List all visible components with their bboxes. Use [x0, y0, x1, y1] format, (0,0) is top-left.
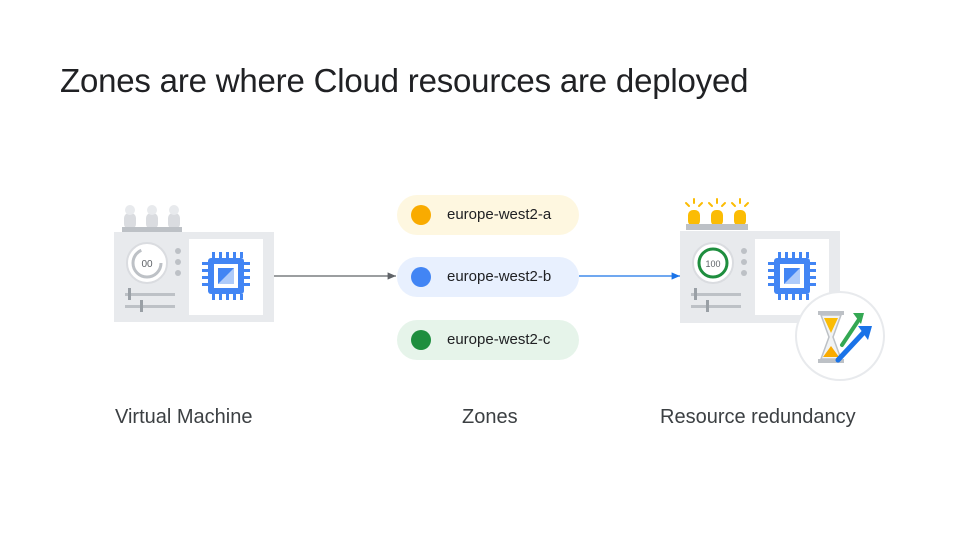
zone-dot-green-icon: [411, 330, 431, 350]
cpu-chip-icon: [202, 252, 250, 300]
hourglass-growth-icon: [795, 291, 885, 381]
lit-bulbs-icon: [685, 198, 749, 230]
zone-pill-b: europe-west2-b: [397, 257, 579, 297]
caption-virtual-machine: Virtual Machine: [115, 406, 253, 428]
zone-dot-yellow-icon: [411, 205, 431, 225]
zone-label: europe-west2-c: [447, 331, 551, 348]
virtual-machine-icon: 00: [114, 205, 274, 322]
caption-zones: Zones: [462, 406, 518, 428]
zone-pill-c: europe-west2-c: [397, 320, 579, 360]
gauge-readout: 100: [705, 259, 720, 269]
gauge-icon: 00: [126, 242, 168, 284]
redundant-vm-icon: 100: [680, 198, 885, 381]
zone-dot-blue-icon: [411, 267, 431, 287]
gauge-full-icon: 100: [692, 242, 734, 284]
zone-label: europe-west2-b: [447, 268, 552, 285]
gray-bulbs-icon: [122, 205, 182, 233]
cpu-chip-icon: [768, 252, 816, 300]
caption-resource-redundancy: Resource redundancy: [660, 406, 856, 428]
gauge-readout: 00: [141, 259, 153, 270]
slide-title: Zones are where Cloud resources are depl…: [60, 62, 749, 99]
zone-pill-a: europe-west2-a: [397, 195, 579, 235]
zone-label: europe-west2-a: [447, 206, 552, 223]
